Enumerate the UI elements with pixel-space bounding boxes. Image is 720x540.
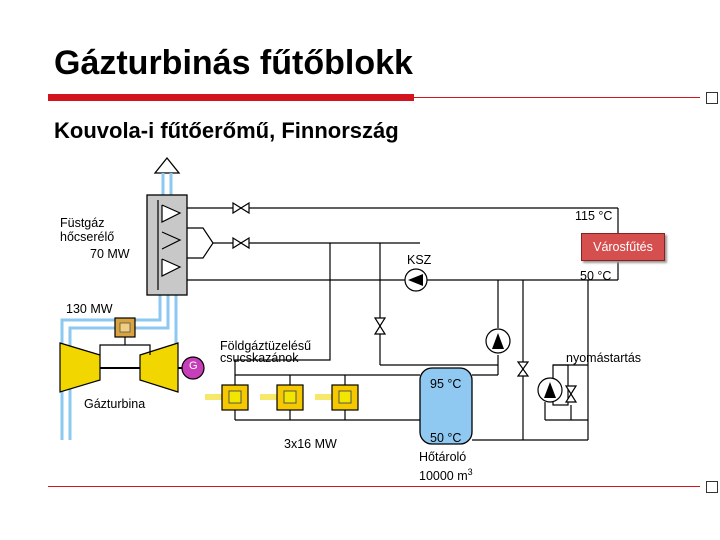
stack-icon bbox=[153, 156, 181, 174]
gas-turbine-label: Gázturbina bbox=[84, 397, 146, 411]
district-heating-box: Városfűtés bbox=[581, 233, 665, 261]
pressure-holding-label: nyomástartás bbox=[566, 351, 642, 365]
page-title: Gázturbinás fűtőblokk bbox=[54, 44, 413, 82]
divider-end-marker bbox=[706, 92, 718, 104]
storage-name: Hőtároló bbox=[419, 450, 467, 464]
boilers-label-line2: csucskazánok bbox=[220, 351, 299, 365]
gas-turbine bbox=[139, 342, 179, 393]
storage-top-temperature: 95 °C bbox=[430, 377, 462, 391]
return-temperature: 50 °C bbox=[580, 269, 612, 283]
title-divider bbox=[48, 97, 700, 98]
valve-icon bbox=[232, 236, 243, 250]
heat-storage-tank bbox=[419, 367, 473, 445]
heat-exchanger-coil-2 bbox=[161, 231, 182, 250]
bottom-divider-end-marker bbox=[706, 481, 718, 493]
boiler-1 bbox=[205, 384, 249, 411]
heat-exchanger-coil-3 bbox=[161, 258, 182, 277]
valve-icon bbox=[564, 385, 578, 396]
gas-turbine-power: 130 MW bbox=[66, 302, 113, 316]
storage-volume: 10000 m3 bbox=[419, 467, 473, 484]
compressor bbox=[59, 342, 101, 393]
bypass-branch bbox=[187, 227, 214, 259]
heat-exchanger-power: 70 MW bbox=[90, 247, 130, 261]
bottom-divider bbox=[48, 486, 700, 487]
valve-icon bbox=[516, 361, 530, 371]
ksz-label: KSZ bbox=[407, 253, 432, 267]
generator-icon bbox=[181, 356, 205, 380]
heat-exchanger bbox=[146, 194, 188, 296]
boilers-label-line1: Földgáztüzelésű bbox=[220, 339, 312, 353]
boiler-3 bbox=[315, 384, 359, 411]
heat-exchanger-coil-1 bbox=[161, 204, 182, 223]
supply-temperature: 115 °C bbox=[575, 209, 613, 223]
heat-exchanger-label-line1: Füstgáz bbox=[60, 216, 105, 230]
boilers-power: 3x16 MW bbox=[284, 437, 337, 451]
generator-label: G bbox=[189, 360, 198, 372]
heat-exchanger-label-line2: hőcserélő bbox=[60, 230, 115, 244]
valve-icon bbox=[232, 201, 243, 215]
boiler-2 bbox=[260, 384, 304, 411]
valve-icon bbox=[373, 317, 387, 328]
storage-bottom-temperature: 50 °C bbox=[430, 431, 462, 445]
page-subtitle: Kouvola-i fűtőerőmű, Finnország bbox=[54, 118, 399, 143]
